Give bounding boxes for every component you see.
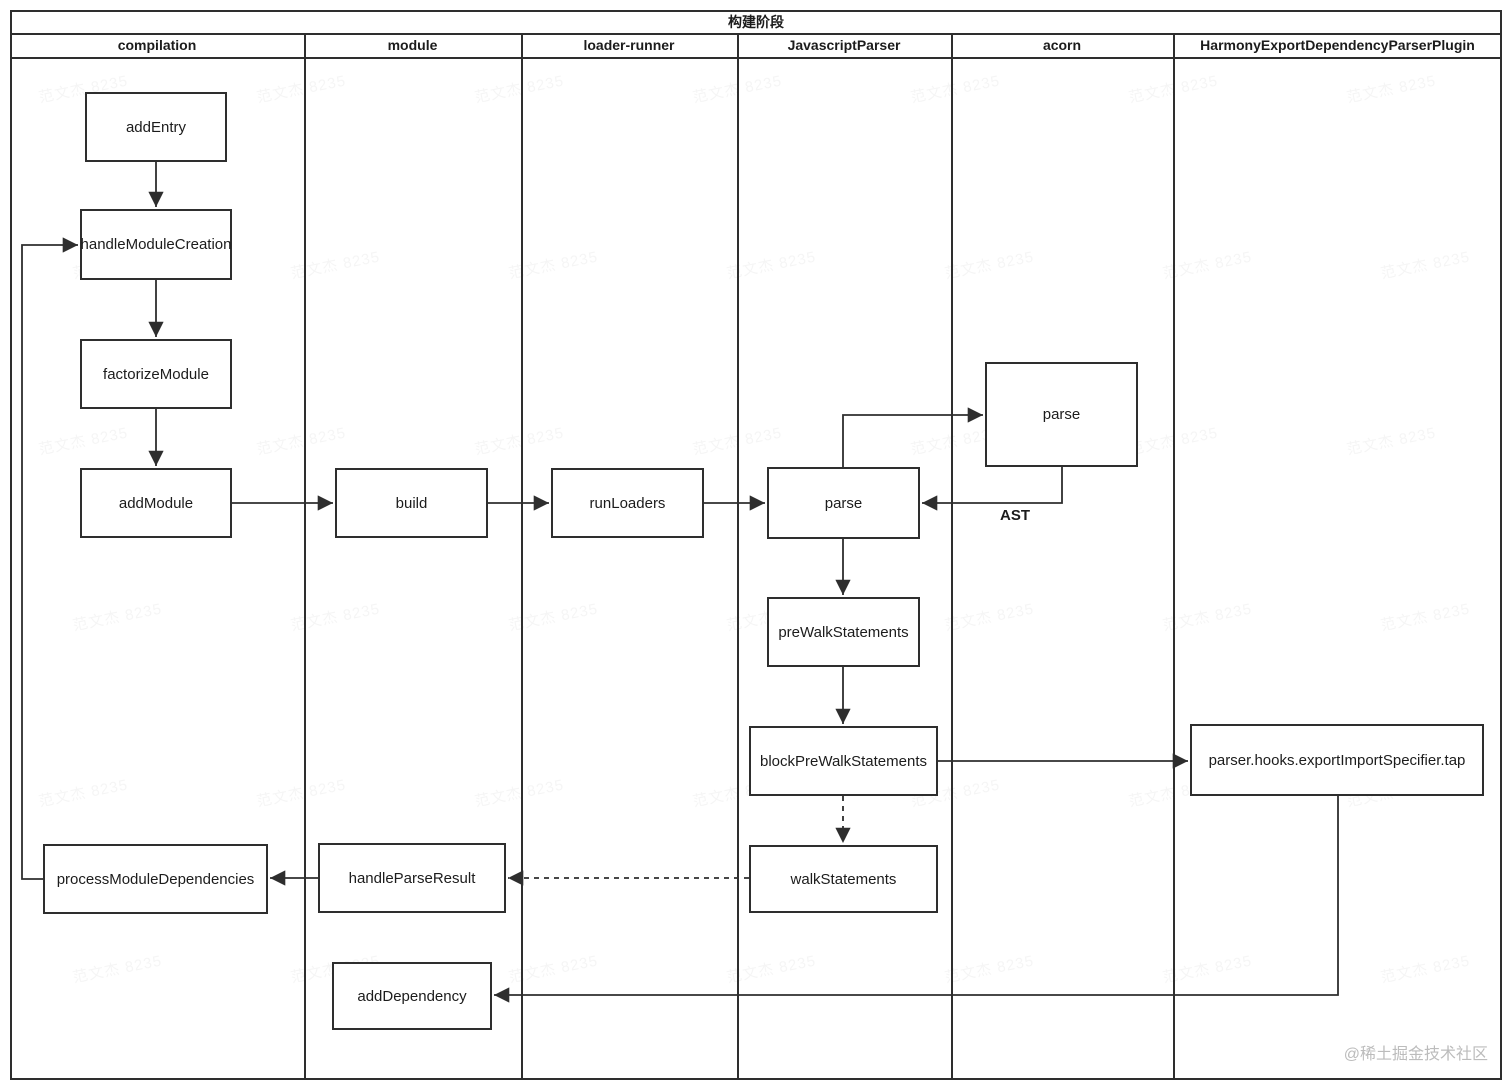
node-add-entry: addEntry (85, 92, 227, 162)
node-run-loaders: runLoaders (551, 468, 704, 538)
node-block-pre-walk-statements: blockPreWalkStatements (749, 726, 938, 796)
lane-divider (1173, 33, 1175, 1080)
lane-divider (521, 33, 523, 1080)
node-handle-module-creation: handleModuleCreation (80, 209, 232, 280)
diagram-frame (10, 10, 1502, 1080)
lane-divider (737, 33, 739, 1080)
diagram-title: 构建阶段 (728, 13, 784, 30)
lane-divider (951, 33, 953, 1080)
node-factorize-module: factorizeModule (80, 339, 232, 409)
node-build: build (335, 468, 488, 538)
lane-header-module: module (387, 37, 438, 53)
credit-watermark: @稀土掘金技术社区 (1343, 1046, 1488, 1063)
lane-header-acorn: acorn (1042, 37, 1082, 53)
node-parse-javascript-parser: parse (767, 467, 920, 539)
node-add-dependency: addDependency (332, 962, 492, 1030)
header-separator-line (10, 57, 1502, 59)
node-handle-parse-result: handleParseResult (318, 843, 506, 913)
lane-header-compilation: compilation (117, 37, 197, 53)
edge-label-ast: AST (1000, 507, 1030, 524)
lane-header-loader-runner: loader-runner (583, 37, 675, 53)
lane-header-javascript-parser: JavascriptParser (787, 37, 901, 53)
node-add-module: addModule (80, 468, 232, 538)
node-parse-acorn: parse (985, 362, 1138, 467)
title-separator-line (10, 33, 1502, 35)
node-process-module-dependencies: processModuleDependencies (43, 844, 268, 914)
node-pre-walk-statements: preWalkStatements (767, 597, 920, 667)
lane-header-harmony-plugin: HarmonyExportDependencyParserPlugin (1200, 37, 1475, 53)
node-walk-statements: walkStatements (749, 845, 938, 913)
lane-divider (304, 33, 306, 1080)
node-parser-hooks-export-import-specifier-tap: parser.hooks.exportImportSpecifier.tap (1190, 724, 1484, 796)
